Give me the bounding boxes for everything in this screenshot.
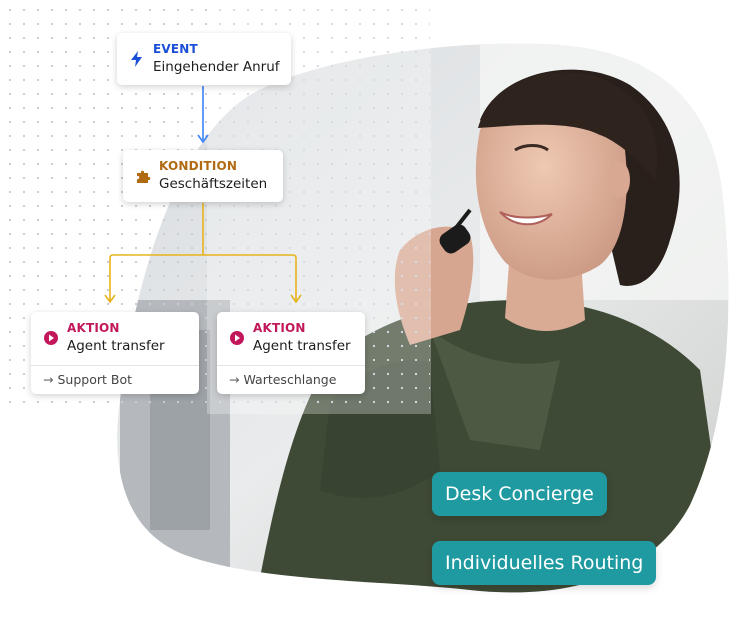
connector-condition-actions — [109, 203, 297, 301]
action-node-2[interactable]: AKTION Agent transfer →Warteschlange — [217, 312, 365, 394]
badge-individuelles-routing: Individuelles Routing — [432, 541, 657, 585]
action-target: →Support Bot — [43, 372, 132, 387]
action-target: →Warteschlange — [229, 372, 336, 387]
event-kind-label: EVENT — [153, 42, 198, 56]
badge-desk-concierge: Desk Concierge — [432, 472, 607, 516]
condition-title: Geschäftszeiten — [159, 176, 268, 192]
condition-kind-label: KONDITION — [159, 159, 238, 173]
event-title: Eingehender Anruf — [153, 59, 280, 75]
puzzle-icon — [137, 170, 151, 183]
arrow-right-icon: → — [229, 372, 240, 387]
event-node[interactable]: EVENT Eingehender Anruf — [117, 33, 291, 85]
divider — [217, 365, 365, 366]
action-kind-label: AKTION — [67, 321, 120, 335]
arrow-head-condition — [197, 134, 209, 144]
arrow-head-action-2 — [290, 294, 302, 304]
play-circle-icon — [44, 331, 58, 345]
action-target-label: Warteschlange — [243, 372, 337, 387]
arrow-head-action-1 — [104, 294, 116, 304]
condition-node[interactable]: KONDITION Geschäftszeiten — [123, 150, 283, 202]
action-title: Agent transfer — [67, 338, 165, 354]
action-kind-label: AKTION — [253, 321, 306, 335]
action-title: Agent transfer — [253, 338, 351, 354]
divider — [31, 365, 199, 366]
arrow-right-icon: → — [43, 372, 54, 387]
action-node-1[interactable]: AKTION Agent transfer →Support Bot — [31, 312, 199, 394]
play-circle-icon — [230, 331, 244, 345]
action-target-label: Support Bot — [57, 372, 132, 387]
lightning-icon — [131, 51, 142, 67]
